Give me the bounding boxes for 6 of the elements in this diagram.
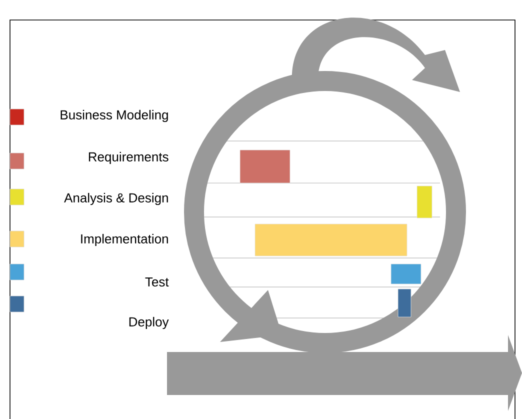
legend-label: Business Modeling (60, 110, 168, 122)
legend-label: Analysis & Design (64, 192, 168, 206)
legend-label: Deploy (129, 316, 169, 330)
legend-label: Implementation (81, 234, 168, 246)
legend-label: Test (145, 277, 169, 287)
legend-label: Requirements (88, 152, 168, 164)
